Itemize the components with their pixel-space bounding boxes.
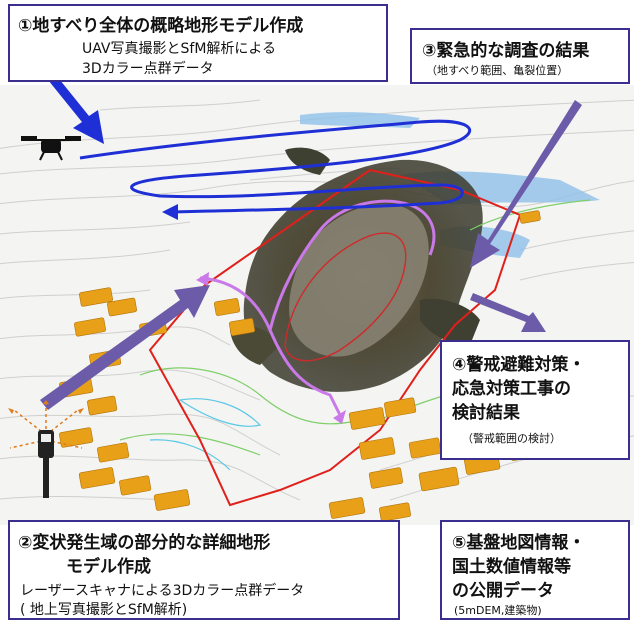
arrows (40, 100, 582, 410)
point-cloud (230, 147, 483, 392)
crack-start-arrow (196, 272, 209, 286)
uav-model-line2: 3Dカラー点群データ (82, 61, 214, 77)
detail-model-line2: ( 地上写真撮影とSfM解析) (20, 602, 188, 618)
survey-result-arrow (470, 100, 582, 268)
uav-path-arrowhead (162, 204, 178, 220)
public-data-line1: ⑤基盤地図情報・ (452, 533, 586, 553)
uav-model-line1: UAV写真撮影とSfM解析による (82, 41, 276, 57)
drone-arrow (40, 64, 104, 144)
drone-icon (21, 136, 81, 161)
detail-model-title: ②変状発生域の部分的な詳細地形 (18, 533, 271, 553)
evacuation-line3: 検討結果 (452, 403, 520, 423)
detail-model-title2: モデル作成 (66, 557, 151, 577)
public-data-line2: 国土数値情報等 (452, 557, 571, 577)
public-data-box: ⑤基盤地図情報・ 国土数値情報等 の公開データ (5mDEM,建築物) (440, 520, 630, 620)
detail-model-box: ②変状発生域の部分的な詳細地形 モデル作成 レーザースキャナによる3Dカラー点群… (8, 520, 400, 620)
uav-model-title: ①地すべり全体の概略地形モデル作成 (18, 16, 304, 36)
laser-scanner-icon (8, 400, 84, 498)
uav-flight-path (79, 119, 472, 214)
public-data-sub: (5mDEM,建築物) (454, 604, 542, 617)
detail-model-line1: レーザースキャナによる3Dカラー点群データ (20, 583, 305, 599)
public-data-line3: の公開データ (452, 581, 554, 601)
planning-arrow (470, 293, 546, 332)
survey-results-box: ③緊急的な調査の結果 （地すべり範囲、亀裂位置） (410, 28, 630, 84)
survey-results-title: ③緊急的な調査の結果 (422, 41, 590, 61)
scanner-arrow (40, 285, 210, 410)
survey-results-sub: （地すべり範囲、亀裂位置） (426, 64, 569, 77)
evacuation-box: ④警戒避難対策・ 応急対策工事の 検討結果 （警戒範囲の検討） (440, 340, 630, 460)
evacuation-sub: （警戒範囲の検討） (462, 432, 561, 445)
crack-arrowhead (333, 410, 346, 424)
uav-model-box: ①地すべり全体の概略地形モデル作成 UAV写真撮影とSfM解析による 3Dカラー… (8, 4, 388, 82)
inner-red-outline (284, 232, 407, 362)
evacuation-line1: ④警戒避難対策・ (452, 355, 586, 375)
evacuation-line2: 応急対策工事の (452, 379, 571, 399)
